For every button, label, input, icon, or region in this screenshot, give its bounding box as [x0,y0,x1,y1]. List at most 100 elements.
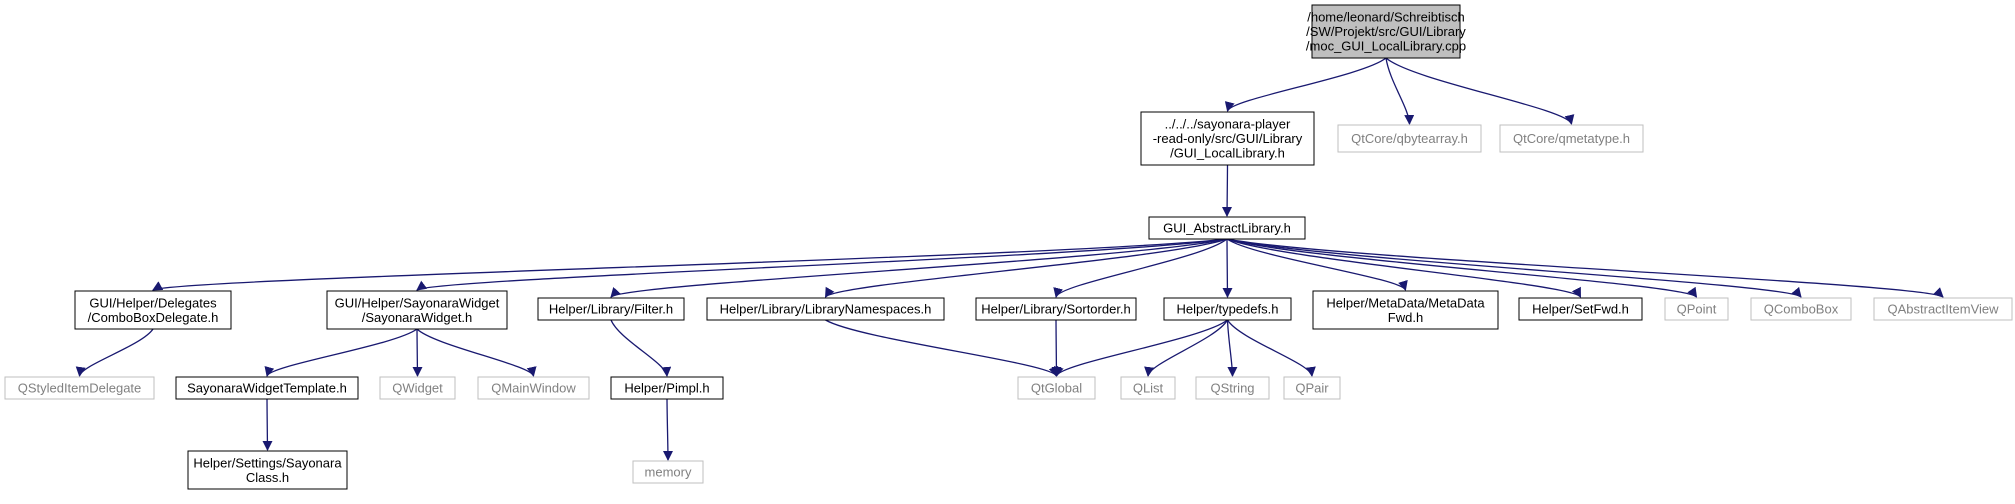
node-label-gui_local: ../../../sayonara-player [1165,117,1291,132]
node-gui_abstract[interactable]: GUI_AbstractLibrary.h [1148,216,1306,240]
node-label-qcombobox: QComboBox [1764,302,1839,317]
node-box-qmetatype [1499,124,1644,153]
node-box-qpoint [1664,297,1729,321]
node-label-setfwd: Helper/SetFwd.h [1532,302,1629,317]
node-box-qpair [1283,376,1341,400]
node-label-qstring: QString [1210,381,1254,396]
edge-sayonara_widget-to-sw_template [264,328,418,377]
node-qpair: QPair [1283,376,1341,400]
node-box-moc [1311,4,1461,59]
node-label-moc: /home/leonard/Schreibtisch [1307,10,1465,25]
node-sayonara_widget[interactable]: GUI/Helper/SayonaraWidget/SayonaraWidget… [326,290,508,330]
node-label-pimpl: Helper/Pimpl.h [624,381,709,396]
node-box-qmainwindow [477,376,590,400]
node-box-lib_ns [706,297,945,321]
edge-gui_abstract-to-sayonara_widget [416,238,1228,291]
node-label-gui_local: /GUI_LocalLibrary.h [1170,146,1285,161]
node-label-lib_ns: Helper/Library/LibraryNamespaces.h [720,302,932,317]
nodes-layer: /home/leonard/Schreibtisch/SW/Projekt/sr… [4,4,2013,490]
node-box-qtglobal [1017,376,1096,400]
edge-sayonara_widget-to-qwidget [412,328,423,377]
node-sortorder[interactable]: Helper/Library/Sortorder.h [975,297,1137,321]
node-box-pimpl [610,376,724,400]
node-box-sw_template [175,376,359,400]
node-label-gui_local: -read-only/src/GUI/Library [1153,131,1303,146]
edge-combobox_delegate-to-qstyleditemdelegate [75,328,154,377]
node-box-gui_local [1140,111,1315,166]
edge-typedefs-to-qpair [1226,319,1316,377]
node-label-qmetatype: QtCore/qmetatype.h [1513,131,1630,146]
node-box-typedefs [1163,297,1292,321]
node-box-sortorder [975,297,1137,321]
edge-gui_abstract-to-qpoint [1226,238,1698,298]
node-box-combobox_delegate [74,290,232,330]
edge-sayonara_widget-to-qmainwindow [416,328,537,377]
node-label-combobox_delegate: /ComboBoxDelegate.h [88,310,219,325]
node-box-qstring [1195,376,1270,400]
node-box-qbytearray [1337,124,1482,153]
node-qabstractitemview: QAbstractItemView [1873,297,2013,321]
edge-sw_template-to-settings_class [262,398,273,451]
node-label-sayonara_widget: GUI/Helper/SayonaraWidget [335,295,500,310]
node-box-sayonara_widget [326,290,508,330]
node-box-filter [537,297,685,321]
node-qtglobal: QtGlobal [1017,376,1096,400]
node-filter[interactable]: Helper/Library/Filter.h [537,297,685,321]
node-moc[interactable]: /home/leonard/Schreibtisch/SW/Projekt/sr… [1306,4,1466,59]
edge-typedefs-to-qlist [1144,319,1229,377]
node-label-sortorder: Helper/Library/Sortorder.h [981,302,1131,317]
edge-lib_ns-to-qtglobal [825,319,1059,377]
node-label-memory: memory [645,465,692,480]
edge-gui_abstract-to-qcombobox [1226,238,1802,298]
node-setfwd[interactable]: Helper/SetFwd.h [1518,297,1643,321]
node-label-moc: /moc_GUI_LocalLibrary.cpp [1306,39,1466,54]
node-box-qwidget [379,376,456,400]
node-qwidget: QWidget [379,376,456,400]
node-lib_ns[interactable]: Helper/Library/LibraryNamespaces.h [706,297,945,321]
edge-gui_local-to-gui_abstract [1222,164,1233,217]
node-memory: memory [632,460,704,484]
edge-moc-to-qmetatype [1385,57,1575,125]
node-box-qstyleditemdelegate [4,376,155,400]
node-box-setfwd [1518,297,1643,321]
edge-sortorder-to-qtglobal [1051,319,1062,377]
node-sw_template[interactable]: SayonaraWidgetTemplate.h [175,376,359,400]
node-label-qstyleditemdelegate: QStyledItemDelegate [18,381,142,396]
edge-filter-to-pimpl [610,319,672,377]
edge-gui_abstract-to-typedefs [1222,238,1233,298]
node-label-qpair: QPair [1295,381,1329,396]
edge-gui_abstract-to-setfwd [1226,238,1582,298]
node-label-qmainwindow: QMainWindow [491,381,576,396]
node-box-qcombobox [1750,297,1852,321]
node-label-qbytearray: QtCore/qbytearray.h [1351,131,1468,146]
node-pimpl[interactable]: Helper/Pimpl.h [610,376,724,400]
node-label-filter: Helper/Library/Filter.h [549,302,673,317]
node-label-qlist: QList [1133,381,1164,396]
node-box-gui_abstract [1148,216,1306,240]
node-box-settings_class [187,450,348,490]
node-qstring: QString [1195,376,1270,400]
node-combobox_delegate[interactable]: GUI/Helper/Delegates/ComboBoxDelegate.h [74,290,232,330]
node-label-qwidget: QWidget [392,381,443,396]
node-qmetatype: QtCore/qmetatype.h [1499,124,1644,153]
node-label-gui_abstract: GUI_AbstractLibrary.h [1163,221,1291,236]
edge-gui_abstract-to-metadata_fwd [1226,238,1408,291]
node-label-qpoint: QPoint [1677,302,1717,317]
node-label-metadata_fwd: Helper/MetaData/MetaData [1326,295,1485,310]
node-label-settings_class: Helper/Settings/Sayonara [193,455,342,470]
edge-pimpl-to-memory [662,398,673,461]
node-typedefs[interactable]: Helper/typedefs.h [1163,297,1292,321]
edges-layer [75,57,1944,461]
node-box-memory [632,460,704,484]
edge-gui_abstract-to-sortorder [1053,238,1228,298]
node-box-qlist [1120,376,1176,400]
node-gui_local[interactable]: ../../../sayonara-player-read-only/src/G… [1140,111,1315,166]
node-label-qtglobal: QtGlobal [1031,381,1082,396]
node-label-typedefs: Helper/typedefs.h [1177,302,1279,317]
node-qbytearray: QtCore/qbytearray.h [1337,124,1482,153]
edge-typedefs-to-qstring [1226,319,1238,377]
